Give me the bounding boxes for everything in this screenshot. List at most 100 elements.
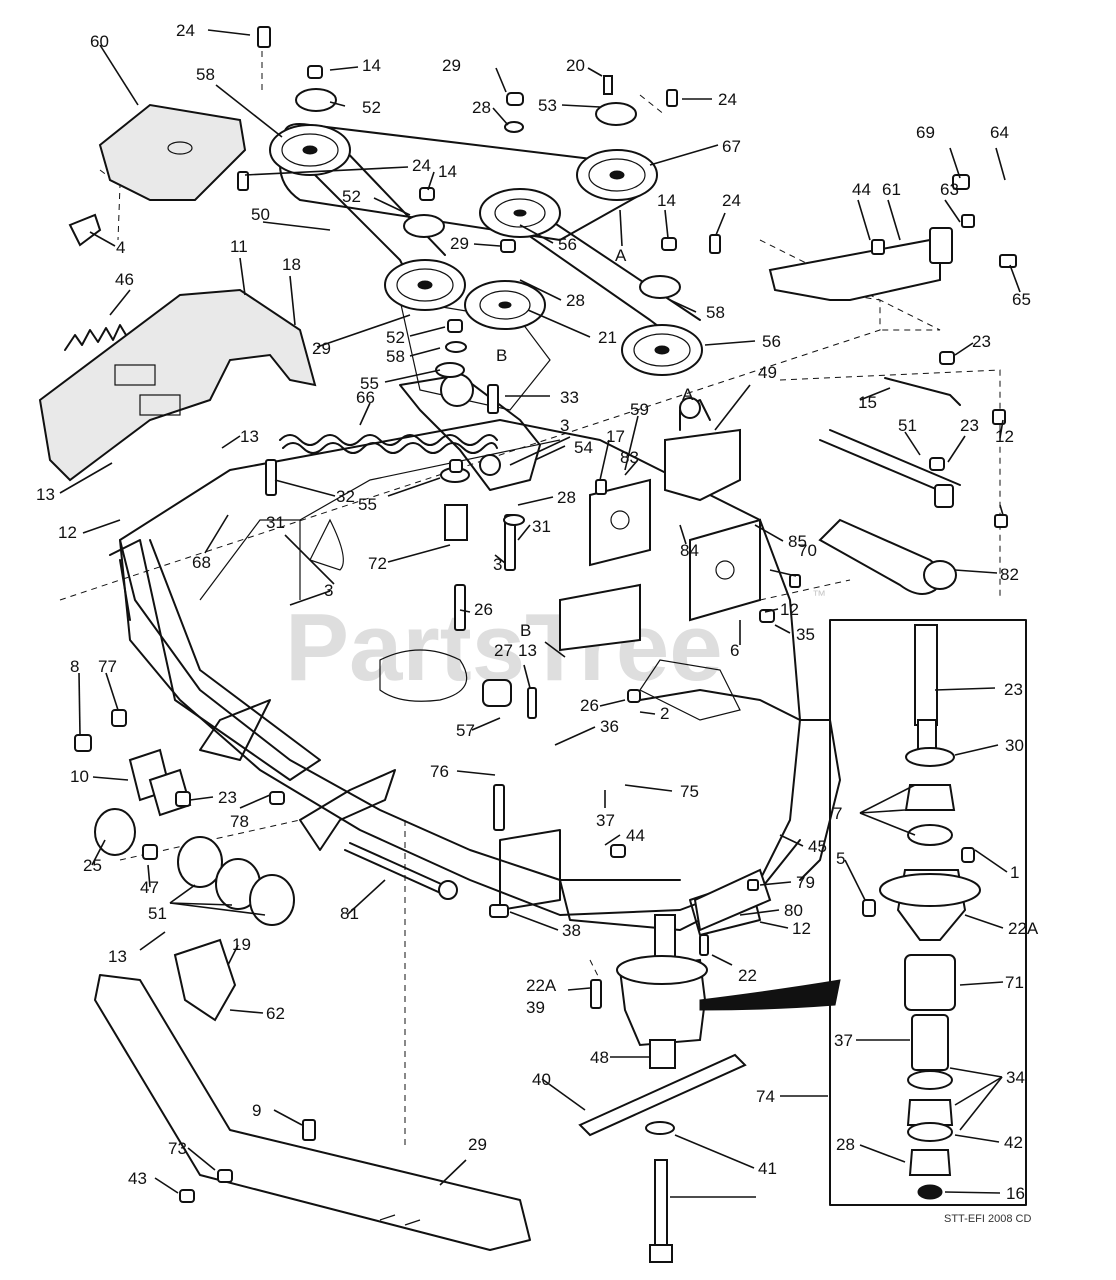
callout-label: 28 (836, 1135, 855, 1154)
callout-label: 81 (340, 904, 359, 923)
drawing-code: STT-EFI 2008 CD (944, 1213, 1031, 1225)
callout-label: 14 (362, 56, 381, 75)
callout-label: 73 (168, 1139, 187, 1158)
callout-label: 55 (360, 374, 379, 393)
callout-label: 26 (474, 600, 493, 619)
callout-label: 68 (192, 553, 211, 572)
callout-label: 60 (90, 32, 109, 51)
callout-label: 17 (606, 427, 625, 446)
callout-label: 9 (252, 1101, 261, 1120)
callout-label: B (496, 346, 507, 365)
callout-label: 75 (680, 782, 699, 801)
callout-label: 52 (342, 187, 361, 206)
pulley-58-top (269, 124, 351, 176)
callout-label: 36 (600, 717, 619, 736)
callout-leaders (59, 29, 1021, 1198)
callout-label: 34 (1006, 1068, 1025, 1087)
brackets-59-85 (559, 478, 761, 652)
callout-label: 32 (336, 487, 355, 506)
callout-label: 55 (358, 495, 377, 514)
axle-51-right (819, 429, 961, 508)
callout-label: 77 (98, 657, 117, 676)
callout-label: 51 (148, 904, 167, 923)
callout-label: 70 (798, 541, 817, 560)
callout-label: 23 (972, 332, 991, 351)
spindle-assembly-34 (879, 624, 981, 1200)
callout-label: 40 (532, 1070, 551, 1089)
hardware (68, 26, 1017, 1203)
pulley-67 (576, 149, 658, 201)
callout-label: 12 (780, 600, 799, 619)
callout-label: 22 (738, 966, 757, 985)
callout-label: 64 (990, 123, 1009, 142)
callout-label: 24 (722, 191, 741, 210)
callout-label: 12 (792, 919, 811, 938)
callout-label: 12 (58, 523, 77, 542)
callout-label: 61 (882, 180, 901, 199)
spindle-housing-main (616, 914, 841, 1069)
callout-label: 58 (196, 65, 215, 84)
pulley-52-hubs (295, 88, 681, 299)
callout-label: 29 (450, 234, 469, 253)
callout-label: 82 (1000, 565, 1019, 584)
callout-label: 25 (83, 856, 102, 875)
callout-label: 8 (70, 657, 79, 676)
gearbox-49 (664, 397, 741, 502)
callout-label: 13 (518, 641, 537, 660)
callout-label: 47 (140, 878, 159, 897)
callout-label: 52 (362, 98, 381, 117)
callout-label: 58 (386, 347, 405, 366)
callout-label: 11 (230, 237, 248, 256)
callout-label: 66 (356, 388, 375, 407)
callout-label: 48 (590, 1048, 609, 1067)
belt-cover-60 (98, 103, 247, 201)
pulley-56-upper (479, 188, 561, 238)
callout-label: 3 (560, 416, 569, 435)
callout-label: 38 (562, 921, 581, 940)
callout-label: 19 (232, 935, 251, 954)
callout-label: 39 (526, 998, 545, 1017)
callout-label: 24 (412, 156, 431, 175)
callout-label: 3 (493, 555, 502, 574)
callout-label: 15 (858, 393, 877, 412)
callout-label: 14 (438, 162, 457, 181)
callout-label: 29 (468, 1135, 487, 1154)
anti-scalp-arm-61 (768, 227, 953, 301)
deflector-shield-11 (38, 288, 317, 482)
callout-label: B (520, 621, 531, 640)
callout-label: 56 (558, 235, 577, 254)
callout-label: 35 (796, 625, 815, 644)
callout-label: 46 (115, 270, 134, 289)
front-bumper (94, 974, 531, 1251)
callout-label: 69 (916, 123, 935, 142)
callout-label: 53 (538, 96, 557, 115)
callout-label: 31 (266, 513, 285, 532)
callout-label: 18 (282, 255, 301, 274)
callout-label: 50 (251, 205, 270, 224)
callout-label: 49 (758, 363, 777, 382)
callout-label: 76 (430, 762, 449, 781)
callout-label: 41 (758, 1159, 777, 1178)
blade-48 (578, 1053, 747, 1137)
callout-label: 2 (660, 704, 669, 723)
callout-label: 16 (1006, 1184, 1025, 1203)
pin-15 (884, 377, 961, 406)
bolt-16 (649, 1159, 673, 1263)
callout-label: 23 (960, 416, 979, 435)
callout-label: 44 (626, 826, 645, 845)
callout-label: A (615, 246, 627, 265)
callout-label: 54 (574, 438, 593, 457)
callout-label: 42 (1004, 1133, 1023, 1152)
callout-label: 14 (657, 191, 676, 210)
callout-label: 21 (598, 328, 617, 347)
watermark-trademark: ™ (812, 587, 826, 603)
callout-label: 24 (718, 90, 737, 109)
callout-label: 43 (128, 1169, 147, 1188)
spring-46 (64, 324, 127, 351)
callout-label: 28 (566, 291, 585, 310)
spindle-inset-box (829, 619, 1027, 1206)
axle-51-left (344, 842, 458, 900)
callout-label: 6 (730, 641, 739, 660)
callout-label: 33 (560, 388, 579, 407)
callout-label: 28 (472, 98, 491, 117)
